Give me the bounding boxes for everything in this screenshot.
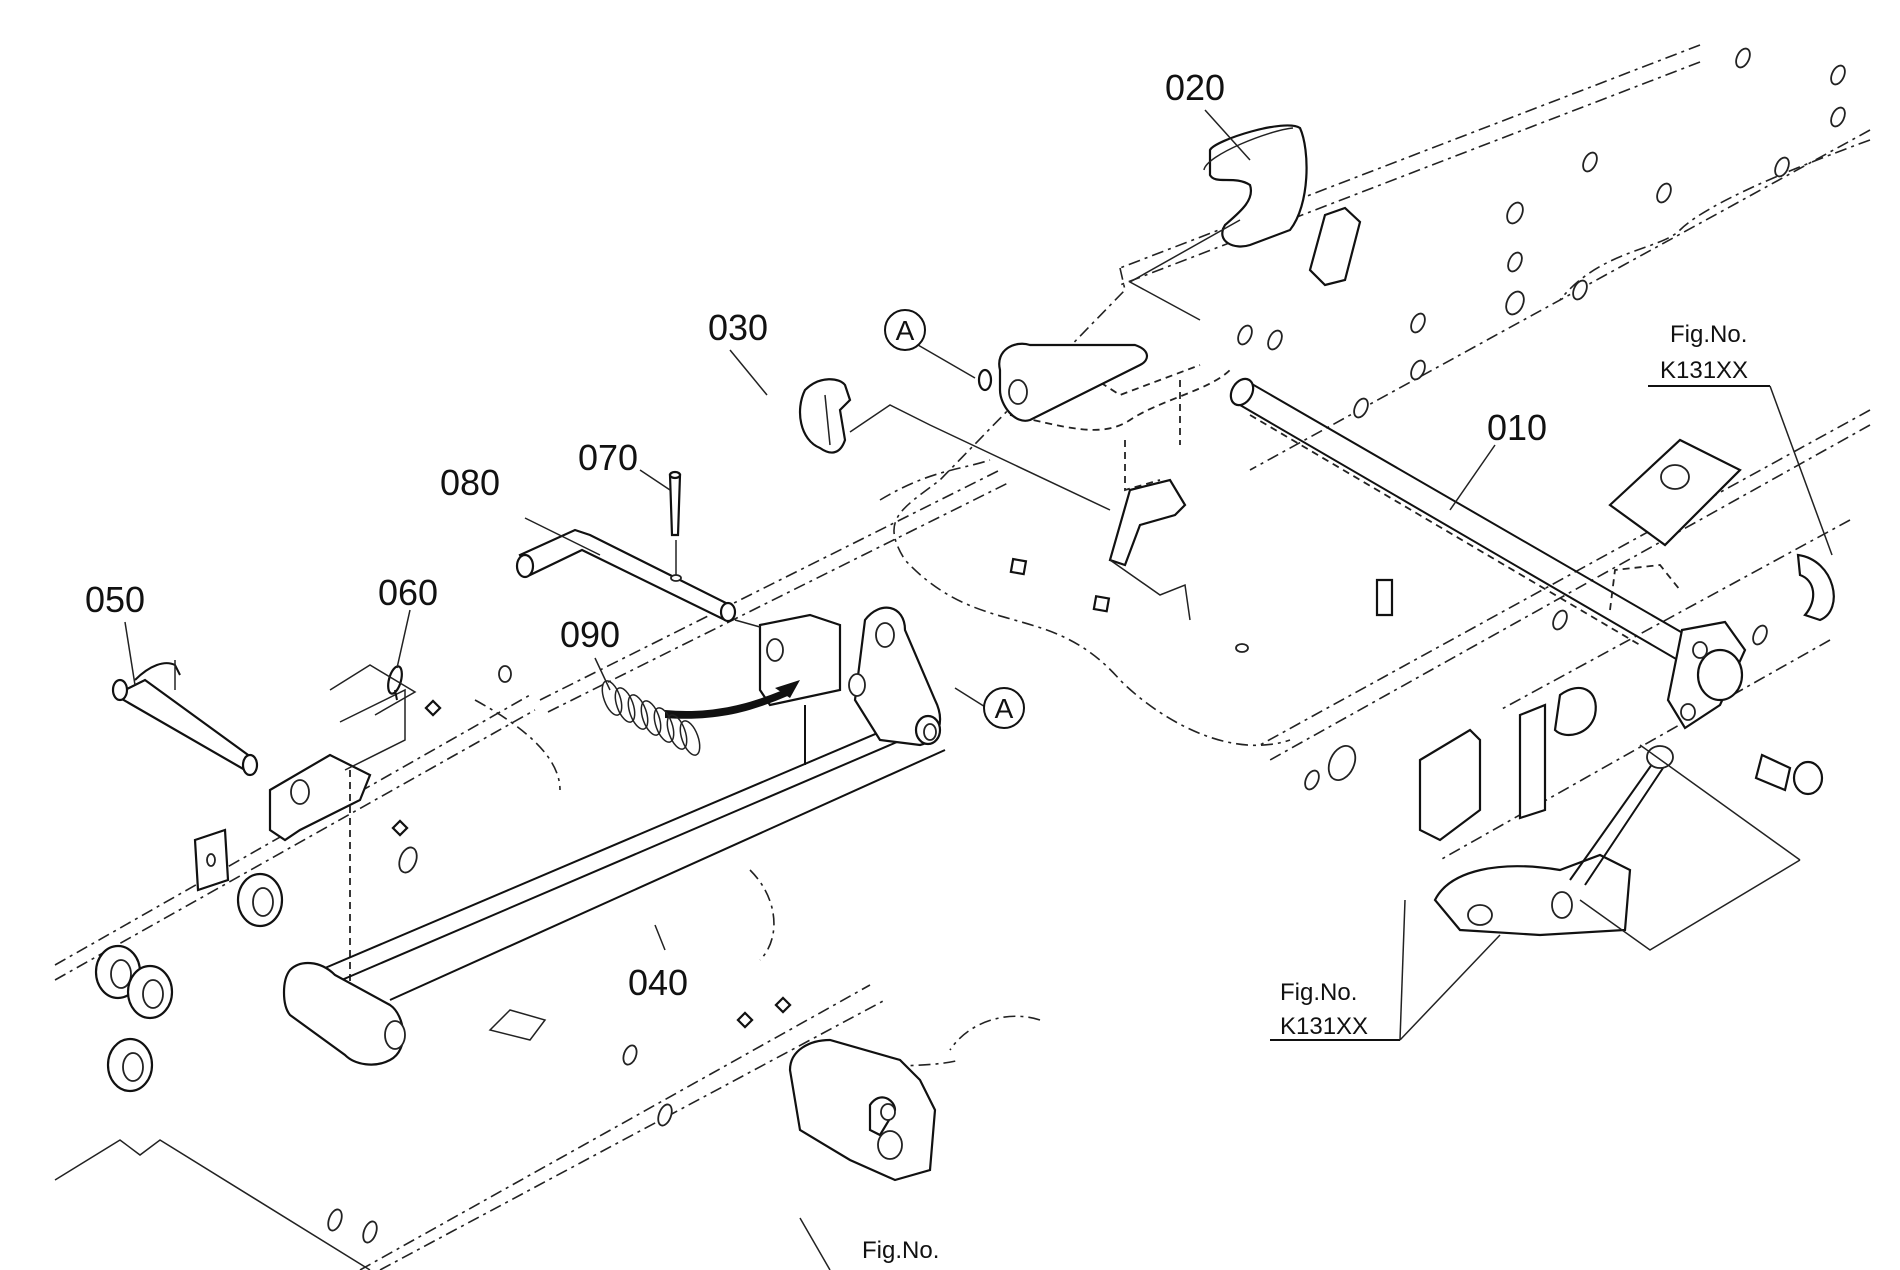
part-060-clip xyxy=(329,664,417,716)
bottom-pivot-block xyxy=(788,1015,1041,1182)
part-030-collar xyxy=(798,378,1111,511)
left-frame-rail xyxy=(54,459,1011,1270)
svg-text:A: A xyxy=(995,693,1014,724)
label-080: 080 xyxy=(440,462,500,503)
svg-text:Fig.No.: Fig.No. xyxy=(1280,979,1357,1006)
part-010-shaft xyxy=(1229,377,1747,730)
right-frame-rail xyxy=(893,44,1871,861)
part-020-plate xyxy=(1128,124,1308,321)
label-030: 030 xyxy=(708,307,768,348)
svg-text:Fig.No.: Fig.No. xyxy=(1670,321,1747,348)
frame-bracket-right xyxy=(1608,438,1835,622)
label-010: 010 xyxy=(1487,407,1547,448)
shaft-bracket-hidden xyxy=(1009,349,1681,646)
fig-ref-bottom: Fig.No. G410XX xyxy=(862,1237,939,1264)
clip-near-020 xyxy=(1308,206,1362,287)
part-040-arm xyxy=(282,606,946,1066)
assembly-arrow xyxy=(665,680,800,719)
reference-marker-a-upper: A xyxy=(884,309,926,351)
part-070-pin xyxy=(668,470,682,582)
svg-text:Fig.No.: Fig.No. xyxy=(862,1237,939,1264)
flange-nuts xyxy=(94,828,284,1093)
fig-ref-bottom-right: Fig.No. K131XX xyxy=(1280,979,1368,1040)
fig-ref-top-right: Fig.No. K131XX xyxy=(1660,321,1748,384)
left-pin-bracket xyxy=(268,688,406,985)
svg-text:K131XX: K131XX xyxy=(1280,1013,1368,1040)
reference-marker-a-lower: A xyxy=(983,687,1025,729)
lower-right-linkage xyxy=(1418,686,1801,951)
bolt-right xyxy=(1754,753,1824,796)
label-050: 050 xyxy=(85,579,145,620)
svg-text:A: A xyxy=(896,315,915,346)
leader-lines xyxy=(124,109,1833,1270)
label-070: 070 xyxy=(578,437,638,478)
label-020: 020 xyxy=(1165,67,1225,108)
lever-plate-upper xyxy=(977,342,1148,422)
label-040: 040 xyxy=(628,962,688,1003)
label-090: 090 xyxy=(560,614,620,655)
mount-bracket-center xyxy=(1009,478,1394,621)
part-050-pin xyxy=(111,660,259,777)
part-080-rod xyxy=(515,528,761,628)
label-060: 060 xyxy=(378,572,438,613)
svg-text:K131XX: K131XX xyxy=(1660,357,1748,384)
